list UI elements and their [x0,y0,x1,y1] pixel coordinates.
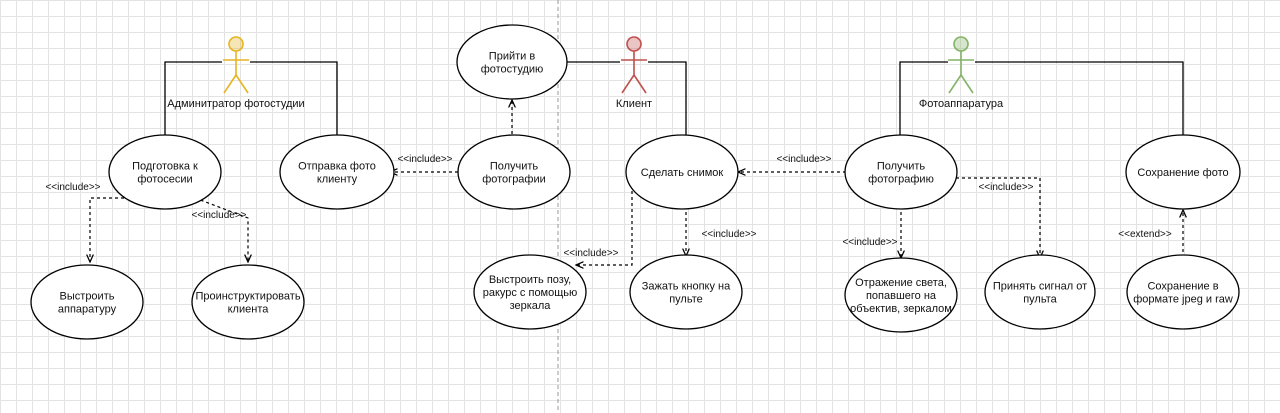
include-label: <<include>> [191,210,246,221]
usecase-label-line: фотосесии [137,174,192,186]
usecase-label-line: Сделать снимок [641,167,724,179]
actor-client[interactable]: Клиент [616,36,652,110]
actor-figure-icon [223,36,249,94]
include-label: <<include>> [397,154,452,165]
usecase-label-line: формате jpeg и raw [1133,294,1233,306]
usecase-label-line: клиента [228,304,270,316]
include-getphoto-signal [956,177,1040,258]
extend-label: <<extend>> [1118,229,1172,240]
usecase-label-line: фотографию [868,174,934,186]
include-label: <<include>> [842,237,897,248]
actor-figure-icon [948,36,974,94]
usecase-label-line: объектив, зеркалом [850,303,952,315]
actor-camera[interactable]: Фотоаппаратура [919,36,1004,110]
actor-label: Фотоаппаратура [919,98,1004,110]
include-label: <<include>> [45,182,100,193]
usecase-label-line: пульте [669,294,703,306]
usecase-label: Сделать снимок [641,167,724,179]
usecase-label-line: Подготовка к [132,161,198,173]
usecase-label-line: Выстроить [60,291,115,303]
include-label: <<include>> [701,229,756,240]
usecase-label: Сохранение фото [1137,167,1228,179]
usecase-label-line: аппаратуру [58,304,117,316]
usecase-label-line: Прийти в [489,51,536,63]
include-label: <<include>> [776,154,831,165]
assoc-client-shot [648,61,687,137]
include-label: <<include>> [978,182,1033,193]
usecase-label-line: Сохранение в [1147,281,1218,293]
usecase-label-line: Отправка фото [298,161,376,173]
actor-label: Клиент [616,98,652,110]
usecase-label-line: Зажать кнопку на [642,281,731,293]
assoc-camera-getphoto [899,61,948,137]
usecase-label-line: клиенту [317,174,358,186]
usecase-label-line: зеркала [510,300,552,312]
actor-label: Админитратор фотостудии [167,98,304,110]
assoc-admin-prepare [164,61,222,137]
usecase-label-line: Получить [877,161,926,173]
assoc-camera-save [975,61,1184,137]
actor-figure-icon [621,36,647,94]
include-shot-pose [576,185,633,265]
usecase-label-line: попавшего на [866,290,937,302]
usecase-label-line: Выстроить позу, [489,274,571,286]
usecase-save[interactable]: Сохранение фото [1125,134,1241,210]
usecase-label-line: Принять сигнал от [993,281,1087,293]
usecase-label-line: Проинструктировать [195,291,300,303]
usecase-label-line: пульта [1023,294,1057,306]
assoc-admin-send [250,61,338,137]
include-prepare-setup [90,197,130,262]
usecase-label-line: фотостудию [481,64,544,76]
include-label: <<include>> [563,248,618,259]
actor-admin[interactable]: Админитратор фотостудии [167,36,305,110]
include-prepare-instruct [194,197,248,262]
usecase-label-line: Получить [490,161,539,173]
usecase-shot[interactable]: Сделать снимок [625,134,739,210]
usecase-label-line: фотографии [482,174,546,186]
usecase-label-line: Отражение света, [855,277,947,289]
usecase-label-line: Сохранение фото [1137,167,1228,179]
usecase-label-line: ракурс с помощью [483,287,578,299]
